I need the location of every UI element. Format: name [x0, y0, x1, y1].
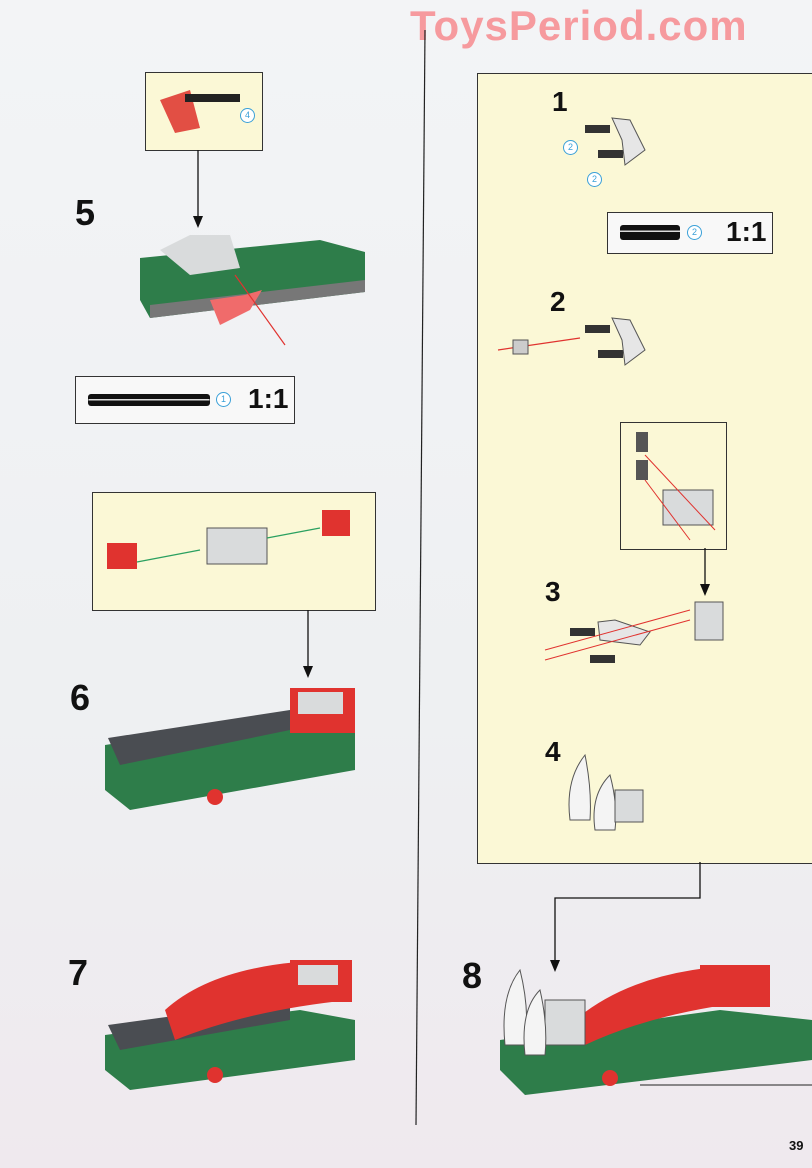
substep2-parts	[497, 317, 646, 366]
quantity-badge: 2	[563, 140, 578, 155]
watermark: ToysPeriod.com	[410, 2, 748, 49]
page-number: 39	[789, 1138, 804, 1153]
substep4-parts	[568, 753, 644, 831]
quantity-badge: 2	[687, 225, 702, 240]
arrow-head	[700, 584, 710, 596]
model-step6	[105, 688, 355, 810]
ruler-box-1: 1 1:1	[75, 376, 295, 424]
arrow-head	[193, 216, 203, 228]
substep3-callout-parts	[636, 432, 716, 541]
model-step7	[105, 960, 355, 1090]
scale-label: 1:1	[248, 383, 289, 414]
scale-label: 1:1	[726, 216, 767, 247]
substep-number-2: 2	[550, 286, 566, 317]
quantity-badge: 4	[240, 108, 255, 123]
red-brick	[107, 543, 137, 569]
model-step5	[140, 235, 365, 346]
quantity-badge: 1	[216, 392, 231, 407]
axle-icon	[620, 225, 680, 240]
axle-icon	[88, 394, 210, 406]
step-number-5: 5	[75, 192, 96, 233]
substep-number-1: 1	[552, 86, 568, 117]
model-step8	[500, 965, 812, 1095]
arrow-head	[303, 666, 313, 678]
substep3-parts	[544, 601, 724, 663]
substep1-parts	[585, 117, 646, 166]
connector-line	[554, 862, 701, 965]
quantity-badge: 2	[587, 172, 602, 187]
step-number-8: 8	[462, 955, 483, 996]
gray-brick	[206, 527, 268, 565]
step-number-7: 7	[68, 952, 89, 993]
red-brick	[322, 510, 350, 536]
ruler-box-2: 2 1:1	[607, 212, 773, 254]
substep-number-3: 3	[545, 576, 561, 607]
substep-number-4: 4	[545, 736, 561, 767]
arrow-head	[550, 960, 560, 972]
page-divider	[415, 29, 426, 1126]
callout-part-tooth-axle	[160, 90, 240, 133]
step-number-6: 6	[70, 677, 91, 718]
